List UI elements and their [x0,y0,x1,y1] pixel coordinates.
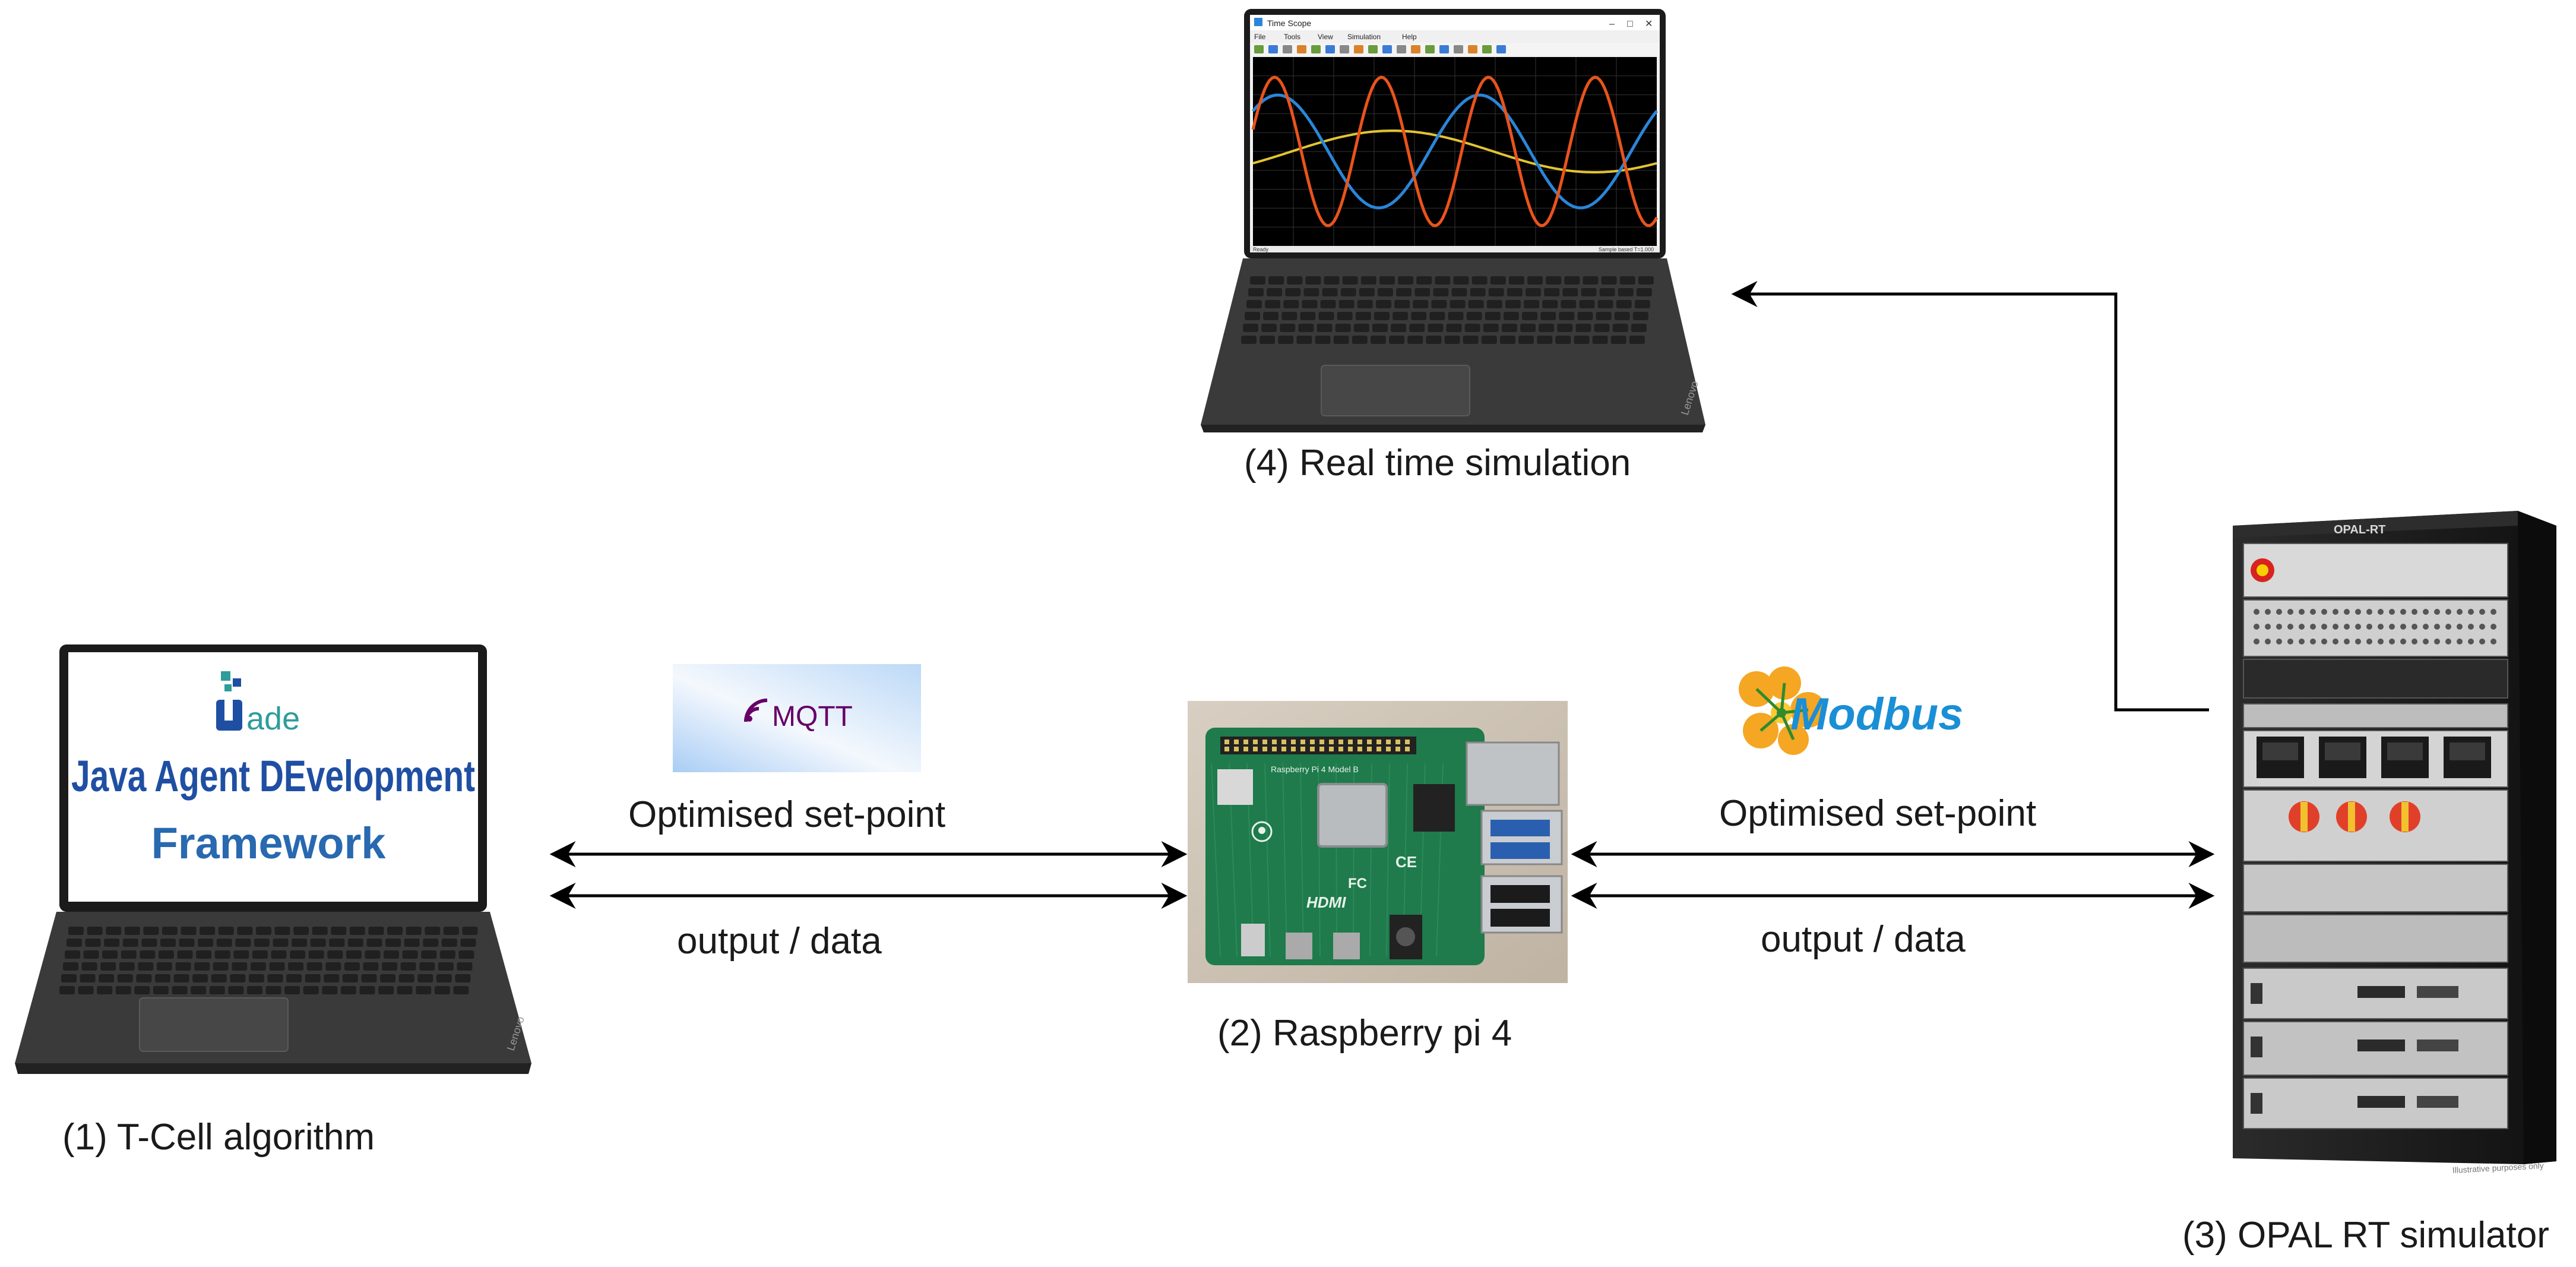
caption-tcell: (1) T-Cell algorithm [62,1117,375,1158]
time-scope-toolbar [1254,45,1506,53]
scope-menu-item[interactable]: View [1318,33,1333,41]
jade-logo-text: ade [246,701,300,737]
scope-toolbar-button[interactable] [1325,45,1335,53]
tcell-laptop: ade Java Agent DEvelopment Framework Len… [15,644,531,1074]
realtime-keyboard [1241,276,1654,344]
time-scope-window: Time Scope – □ ✕ File Tools View Simulation… [1250,15,1660,252]
connection-arrows [549,281,2215,909]
scope-menu-item[interactable]: File [1254,33,1266,41]
label-right-setpoint: Optimised set-point [1719,793,2036,834]
scope-status-left: Ready [1253,247,1269,252]
scope-toolbar-button[interactable] [1311,45,1321,53]
window-minimize-icon[interactable]: – [1609,19,1615,29]
scope-grid [1253,57,1657,246]
scope-toolbar-button[interactable] [1454,45,1463,53]
raspberry-logo-icon [1251,821,1273,842]
soc-chip [1317,783,1388,848]
scope-toolbar-button[interactable] [1496,45,1506,53]
scope-toolbar-button[interactable] [1411,45,1420,53]
scope-toolbar-button[interactable] [1354,45,1363,53]
scope-toolbar-button[interactable] [1468,45,1477,53]
jade-logo-icon [216,671,242,731]
modbus-logo: Modbus [1739,666,1963,755]
scope-toolbar-button[interactable] [1397,45,1406,53]
scope-toolbar-button[interactable] [1268,45,1278,53]
opal-rt-rack: OPAL-RT Illustrative purposes only [2233,511,2556,1175]
mqtt-text: MQTT [772,701,853,732]
label-left-setpoint: Optimised set-point [628,794,945,835]
pcb-text-ce: CE [1395,853,1417,871]
window-maximize-icon[interactable]: □ [1627,19,1633,29]
scope-toolbar-button[interactable] [1425,45,1435,53]
jade-title-line1: Java Agent DEvelopment [71,751,475,801]
scope-toolbar-button[interactable] [1297,45,1306,53]
pcb-text-model: Raspberry Pi 4 Model B [1271,764,1359,774]
gpio-header [1220,737,1416,754]
modbus-network-icon [1739,666,1826,755]
caption-realtime: (4) Real time simulation [1244,443,1631,484]
realtime-laptop: Time Scope – □ ✕ File Tools View Simulation… [1201,9,1705,432]
rack-panels [2243,543,2508,1129]
scope-menu-item[interactable]: Simulation [1347,33,1381,41]
time-scope-title: Time Scope [1267,18,1311,28]
scope-status-right: Sample based T=1.000 [1599,247,1654,252]
mqtt-signal-icon [744,699,768,722]
scope-toolbar-button[interactable] [1340,45,1349,53]
scope-menu-item[interactable]: Help [1402,33,1417,41]
rack-panel [2243,789,2508,862]
scope-menu-item[interactable]: Tools [1284,33,1300,41]
opal-rt-brand: OPAL-RT [2334,523,2385,536]
jade-title-line2: Framework [151,819,387,868]
rack-panel [2243,659,2508,699]
time-scope-menu: File Tools View Simulation Help [1254,33,1417,41]
scope-toolbar-button[interactable] [1439,45,1449,53]
pcb-text-hdmi: HDMI [1306,893,1346,911]
mqtt-logo: MQTT [673,664,921,772]
rack-panel [2243,914,2508,963]
rack-panel [2243,864,2508,912]
rack-panel [2243,599,2508,657]
raspberry-pi-photo: Raspberry Pi 4 Model B CE FC HDMI [1188,701,1568,983]
scope-toolbar-button[interactable] [1254,45,1264,53]
scope-toolbar-button[interactable] [1382,45,1392,53]
label-left-output: output / data [677,921,882,962]
modbus-text: Modbus [1790,689,1963,740]
ram-chip [1413,784,1455,832]
scope-waveforms [1251,75,1659,228]
pcb-text-fc: FC [1348,876,1367,892]
caption-raspberry: (2) Raspberry pi 4 [1217,1013,1512,1054]
scope-toolbar-button[interactable] [1368,45,1378,53]
arrow-opal-to-realtime [1731,281,2209,712]
rack-panel [2243,703,2508,728]
ethernet-port [1466,741,1560,806]
scope-toolbar-button[interactable] [1482,45,1492,53]
scope-toolbar-button[interactable] [1283,45,1292,53]
label-right-output: output / data [1761,919,1966,960]
tcell-keyboard [59,927,478,994]
diagram-labels: (1) T-Cell algorithm (2) Raspberry pi 4 … [62,443,2549,1256]
window-close-icon[interactable]: ✕ [1645,19,1653,29]
rack-panel [2243,543,2508,598]
caption-opal: (3) OPAL RT simulator [2182,1215,2549,1256]
